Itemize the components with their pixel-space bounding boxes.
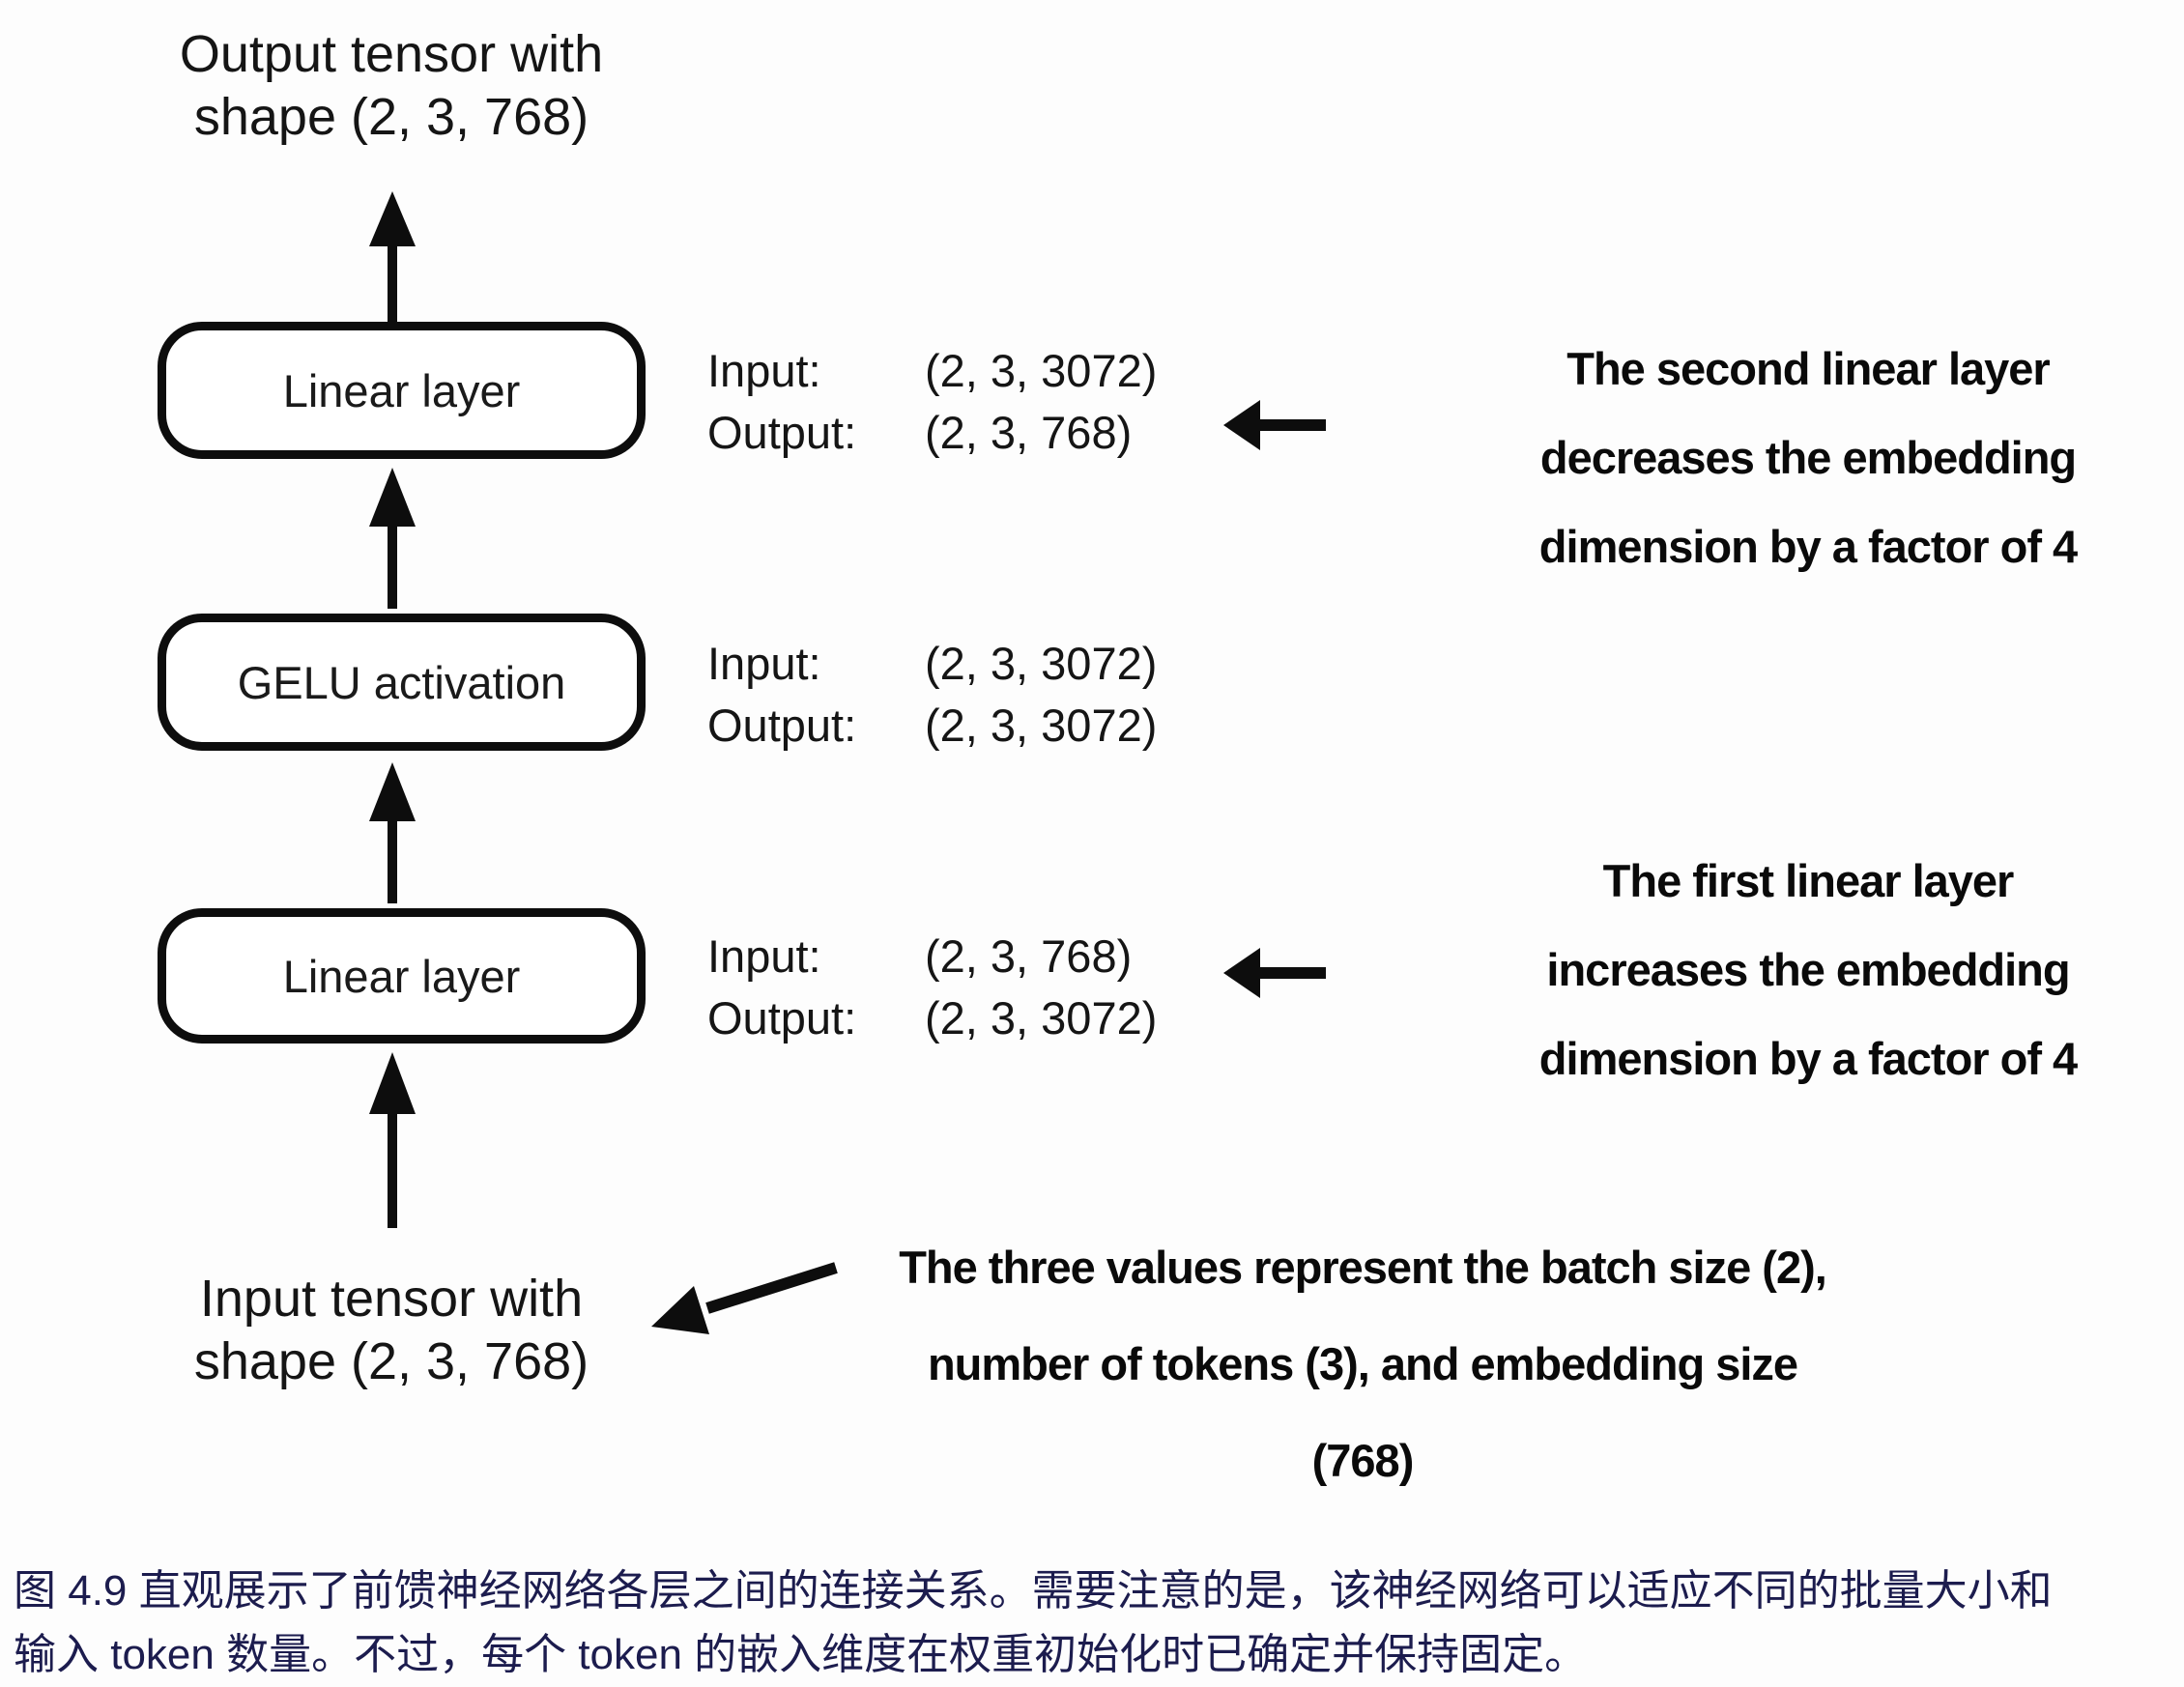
arrow-left-annotation-second xyxy=(1223,400,1326,450)
input-tensor-label-line1: Input tensor with xyxy=(199,1270,584,1328)
input-tensor-label-line2: shape (2, 3, 768) xyxy=(193,1332,589,1390)
io-output-label: Output: xyxy=(707,700,857,751)
io-row-input: Input: (2, 3, 3072) xyxy=(707,340,1157,402)
io-output-value: (2, 3, 3072) xyxy=(925,992,1158,1044)
io-row-output: Output: (2, 3, 3072) xyxy=(707,695,1157,757)
io-output-label: Output: xyxy=(707,407,857,458)
io-output-value: (2, 3, 768) xyxy=(925,407,1133,458)
io-gelu-activation: Input: (2, 3, 3072) Output: (2, 3, 3072) xyxy=(707,633,1157,757)
output-tensor-label-line2: shape (2, 3, 768) xyxy=(193,88,589,146)
io-row-output: Output: (2, 3, 3072) xyxy=(707,987,1157,1049)
io-row-output: Output: (2, 3, 768) xyxy=(707,402,1157,464)
annotation-three-values-line2: number of tokens (3), and embedding size xyxy=(927,1338,1798,1389)
io-input-label: Input: xyxy=(707,930,821,982)
io-output-label: Output: xyxy=(707,992,857,1044)
arrow-up-linear2 xyxy=(369,468,416,609)
box-linear-layer-bottom-label: Linear layer xyxy=(282,950,521,1002)
io-row-input: Input: (2, 3, 3072) xyxy=(707,633,1157,695)
io-input-value: (2, 3, 768) xyxy=(925,930,1133,982)
figure-caption: 图 4.9 直观展示了前馈神经网络各层之间的连接关系。需要注意的是，该神经网络可… xyxy=(14,1559,2178,1687)
annotation-second-line2: decreases the embedding xyxy=(1539,432,2077,483)
arrow-up-output xyxy=(369,191,416,322)
io-input-label: Input: xyxy=(707,345,821,396)
output-tensor-label-line1: Output tensor with xyxy=(179,25,604,83)
arrow-up-linear1 xyxy=(369,1052,416,1228)
box-gelu-activation-label: GELU activation xyxy=(237,656,566,708)
io-linear-layer-bottom: Input: (2, 3, 768) Output: (2, 3, 3072) xyxy=(707,926,1157,1049)
box-gelu-activation: GELU activation xyxy=(158,614,646,751)
annotation-first-line1: The first linear layer xyxy=(1602,855,2015,906)
io-input-value: (2, 3, 3072) xyxy=(925,345,1158,396)
io-input-value: (2, 3, 3072) xyxy=(925,638,1158,689)
input-tensor-label: Input tensor with shape (2, 3, 768) xyxy=(126,1268,657,1393)
box-linear-layer-top: Linear layer xyxy=(158,322,646,459)
io-linear-layer-top: Input: (2, 3, 3072) Output: (2, 3, 768) xyxy=(707,340,1157,464)
box-linear-layer-top-label: Linear layer xyxy=(282,364,521,416)
output-tensor-label: Output tensor with shape (2, 3, 768) xyxy=(126,23,657,149)
arrow-up-gelu xyxy=(369,762,416,903)
arrow-diagonal-input-tensor xyxy=(651,1262,838,1334)
annotation-second-line3: dimension by a factor of 4 xyxy=(1538,521,2078,572)
io-output-value: (2, 3, 3072) xyxy=(925,700,1158,751)
figure-caption-line2: 输入 token 数量。不过，每个 token 的嵌入维度在权重初始化时已确定并… xyxy=(14,1631,1588,1678)
box-linear-layer-bottom: Linear layer xyxy=(158,908,646,1044)
annotation-second-linear-layer: The second linear layer decreases the em… xyxy=(1499,325,2117,591)
arrow-left-annotation-first xyxy=(1223,948,1326,998)
annotation-three-values: The three values represent the batch siz… xyxy=(812,1219,1913,1509)
annotation-first-line2: increases the embedding xyxy=(1546,944,2070,995)
annotation-three-values-line1: The three values represent the batch siz… xyxy=(899,1242,1827,1293)
annotation-first-line3: dimension by a factor of 4 xyxy=(1538,1033,2078,1084)
annotation-first-linear-layer: The first linear layer increases the emb… xyxy=(1499,837,2117,1103)
annotation-second-line1: The second linear layer xyxy=(1566,343,2050,394)
io-row-input: Input: (2, 3, 768) xyxy=(707,926,1157,987)
annotation-three-values-line3: (768) xyxy=(1311,1435,1415,1486)
io-input-label: Input: xyxy=(707,638,821,689)
figure-caption-line1: 图 4.9 直观展示了前馈神经网络各层之间的连接关系。需要注意的是，该神经网络可… xyxy=(14,1567,2053,1615)
